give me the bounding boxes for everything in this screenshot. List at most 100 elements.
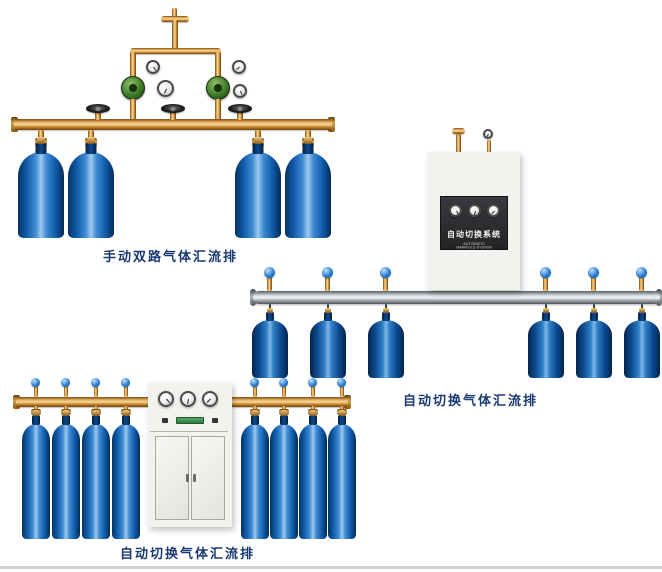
- valve-stem: [591, 277, 596, 291]
- cylinder-neck: [122, 415, 130, 425]
- control-panel: 自动切换系统 AUTOMATIC MANIFOLD SYSTEM: [440, 196, 508, 250]
- cylinder-neck: [309, 415, 317, 425]
- gas-cylinder: [624, 308, 660, 378]
- pipe-tee: [452, 128, 465, 134]
- valve-stem: [543, 277, 548, 291]
- gas-cylinder: [241, 410, 269, 539]
- gas-cylinder: [285, 137, 331, 238]
- valve-handle: [31, 378, 40, 387]
- cylinder-neck: [85, 143, 97, 154]
- gas-cylinder: [22, 410, 50, 539]
- gas-cylinder: [112, 410, 140, 539]
- bottom-border: [0, 566, 662, 569]
- cylinder-valve-cap: [639, 308, 645, 313]
- pressure-gauge: [232, 60, 246, 74]
- manifold-pipe: [14, 119, 332, 130]
- gas-cylinder: [299, 410, 327, 539]
- manifold-pipe: [253, 291, 660, 304]
- valve-handle: [61, 378, 70, 387]
- cylinder-neck: [32, 415, 40, 425]
- control-cabinet: 自动切换系统 AUTOMATIC MANIFOLD SYSTEM: [428, 152, 520, 290]
- valve-stem: [94, 386, 98, 397]
- valve-stem: [282, 386, 286, 397]
- gas-cylinder: [235, 137, 281, 238]
- pipe-stub: [456, 134, 461, 154]
- cylinder-valve-cap: [339, 410, 345, 416]
- valve-handle: [636, 267, 647, 278]
- handwheel-valve: [161, 104, 185, 113]
- pressure-gauge: [483, 129, 493, 139]
- switch-dot: [212, 418, 218, 423]
- product-caption: 自动切换气体汇流排: [120, 546, 256, 561]
- valve-handle: [380, 267, 391, 278]
- valve-handle: [121, 378, 130, 387]
- pipe-stub: [172, 8, 177, 18]
- cylinder-valve-cap: [37, 137, 45, 144]
- valve-handle: [540, 267, 551, 278]
- pressure-gauge: [202, 391, 218, 407]
- valve-stem: [253, 386, 257, 397]
- cylinder-valve-cap: [254, 137, 262, 144]
- cylinder-neck: [382, 312, 390, 321]
- valve-stem: [383, 277, 388, 291]
- gas-cylinder: [576, 308, 612, 378]
- valve-handle: [264, 267, 275, 278]
- gas-cylinder: [82, 410, 110, 539]
- handwheel-valve: [86, 104, 110, 113]
- cylinder-valve-cap: [87, 137, 95, 144]
- cylinder-neck: [542, 312, 550, 321]
- valve-handle: [322, 267, 333, 278]
- handwheel-valve: [228, 104, 252, 113]
- pressure-regulator: [206, 76, 230, 100]
- valve-stem: [340, 386, 344, 397]
- cylinder-neck: [338, 415, 346, 425]
- valve-stem: [325, 277, 330, 291]
- gas-cylinder: [328, 410, 356, 539]
- gas-cylinder: [52, 410, 80, 539]
- cross-pipe: [130, 48, 221, 54]
- cabinet-door: [155, 436, 189, 520]
- cylinder-valve-cap: [63, 410, 69, 416]
- cylinder-valve-cap: [383, 308, 389, 313]
- cylinder-neck: [590, 312, 598, 321]
- regulator-stem: [130, 99, 136, 120]
- cylinder-valve-cap: [304, 137, 312, 144]
- regulator-stem: [215, 99, 221, 120]
- valve-handle: [308, 378, 317, 387]
- pipe-stub: [487, 140, 491, 154]
- valve-stem: [95, 111, 101, 120]
- cylinder-neck: [252, 143, 264, 154]
- pressure-regulator: [121, 76, 145, 100]
- valve-handle: [250, 378, 259, 387]
- gas-cylinder: [310, 308, 346, 378]
- cylinder-valve-cap: [281, 410, 287, 416]
- valve-stem: [237, 111, 243, 120]
- door-knob: [186, 474, 189, 482]
- gas-cylinder: [252, 308, 288, 378]
- valve-stem: [311, 386, 315, 397]
- valve-stem: [34, 386, 38, 397]
- gas-cylinder: [68, 137, 114, 238]
- cylinder-neck: [35, 143, 47, 154]
- cylinder-valve-cap: [252, 410, 258, 416]
- product-caption: 自动切换气体汇流排: [403, 393, 539, 408]
- gas-cylinder: [528, 308, 564, 378]
- switch-dot: [162, 418, 168, 423]
- cylinder-neck: [266, 312, 274, 321]
- door-knob: [193, 474, 196, 482]
- valve-handle: [91, 378, 100, 387]
- cylinder-neck: [638, 312, 646, 321]
- cylinder-valve-cap: [543, 308, 549, 313]
- pressure-gauge: [487, 204, 500, 217]
- pressure-gauge: [468, 204, 481, 217]
- indicator-light: [176, 417, 204, 424]
- pressure-gauge: [146, 60, 160, 74]
- cylinder-neck: [62, 415, 70, 425]
- gas-cylinder: [18, 137, 64, 238]
- pressure-gauge: [449, 204, 462, 217]
- valve-stem: [124, 386, 128, 397]
- valve-stem: [64, 386, 68, 397]
- pressure-gauge: [157, 80, 174, 97]
- pressure-gauge: [180, 391, 196, 407]
